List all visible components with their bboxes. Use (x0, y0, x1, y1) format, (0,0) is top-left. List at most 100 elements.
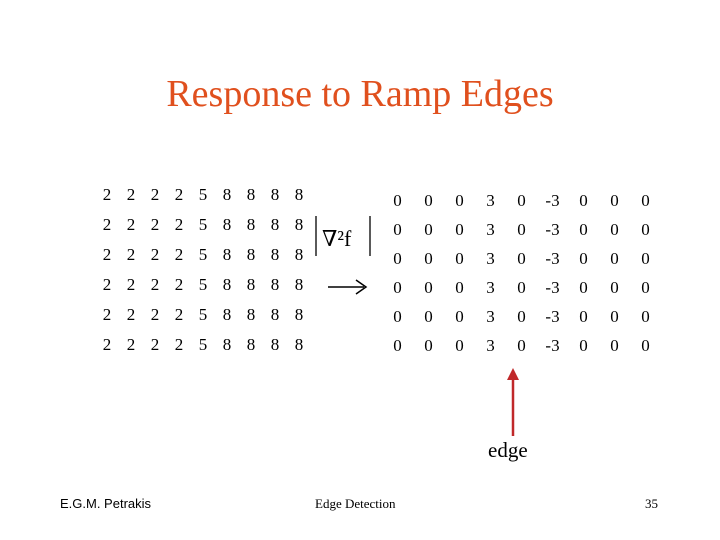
edge-label: edge (488, 438, 528, 462)
matrix-cell: 2 (102, 245, 112, 264)
matrix-cell: 3 (486, 335, 495, 355)
matrix-cell: 0 (393, 335, 402, 355)
matrix-cell: 2 (150, 305, 160, 324)
matrix-cell: 0 (455, 190, 464, 210)
matrix-cell: 2 (174, 245, 184, 264)
operator-label: ∇²f (322, 226, 352, 251)
matrix-cell: 2 (150, 185, 160, 204)
matrix-cell: 2 (126, 275, 136, 294)
matrix-cell: 0 (579, 335, 588, 355)
matrix-cell: 8 (270, 305, 280, 324)
matrix-cell: 8 (246, 305, 256, 324)
matrix-cell: 8 (246, 245, 256, 264)
matrix-cell: 5 (198, 245, 208, 264)
matrix-cell: 8 (294, 305, 304, 324)
matrix-cell: 0 (424, 306, 433, 326)
matrix-cell: 5 (198, 335, 208, 354)
right-arrow-icon (328, 279, 368, 295)
matrix-cell: 8 (294, 215, 304, 234)
matrix-cell: 2 (126, 215, 136, 234)
matrix-cell: 2 (174, 275, 184, 294)
matrix-cell: 0 (393, 219, 402, 239)
matrix-cell: 2 (126, 335, 136, 354)
matrix-cell: 0 (455, 219, 464, 239)
matrix-cell: 8 (270, 215, 280, 234)
matrix-cell: 0 (579, 306, 588, 326)
matrix-cell: 2 (150, 215, 160, 234)
matrix-cell: 8 (222, 335, 232, 354)
matrix-cell: 8 (270, 245, 280, 264)
footer-author: E.G.M. Petrakis (60, 496, 152, 511)
matrix-cell: 2 (126, 185, 136, 204)
matrix-cell: 8 (270, 335, 280, 354)
matrix-cell: 0 (610, 219, 619, 239)
matrix-cell: 5 (198, 215, 208, 234)
matrix-cell: 2 (102, 275, 112, 294)
matrix-cell: 0 (455, 248, 464, 268)
matrix-cell: 2 (102, 215, 112, 234)
matrix-cell: -3 (545, 335, 560, 355)
matrix-cell: -3 (545, 277, 560, 297)
matrix-cell: 0 (393, 190, 402, 210)
laplacian-operator: ∇²f (315, 216, 371, 256)
matrix-cell: -3 (545, 306, 560, 326)
matrix-cell: 3 (486, 306, 495, 326)
matrix-cell: 2 (150, 275, 160, 294)
matrix-cell: 0 (455, 306, 464, 326)
matrix-cell: 5 (198, 275, 208, 294)
matrix-cell: 0 (610, 277, 619, 297)
matrix-cell: 0 (641, 335, 650, 355)
matrix-cell: 8 (294, 185, 304, 204)
matrix-cell: 5 (198, 305, 208, 324)
matrix-cell: 2 (150, 245, 160, 264)
matrix-cell: 2 (102, 185, 112, 204)
matrix-cell: 0 (517, 335, 526, 355)
matrix-cell: 0 (424, 219, 433, 239)
matrix-cell: 0 (641, 190, 650, 210)
matrix-cell: 3 (486, 248, 495, 268)
matrix-cell: 8 (222, 185, 232, 204)
matrix-cell: 2 (102, 335, 112, 354)
matrix-cell: 2 (126, 245, 136, 264)
matrix-cell: -3 (545, 219, 560, 239)
output-matrix: 0 0 0 3 0 -3 0 0 0 0 0 0 3 0 -3 0 0 0 0 0 0 3 0 -3 0 0 0 0 0 0 3 0 -3 0 0 0… (382, 186, 661, 360)
matrix-cell: 2 (126, 305, 136, 324)
matrix-cell: 5 (198, 185, 208, 204)
matrix-cell: -3 (545, 248, 560, 268)
matrix-cell: 0 (610, 248, 619, 268)
matrix-cell: 0 (641, 219, 650, 239)
matrix-cell: 2 (174, 335, 184, 354)
matrix-cell: 3 (486, 219, 495, 239)
matrix-cell: 0 (641, 277, 650, 297)
matrix-cell: 2 (174, 185, 184, 204)
matrix-cell: 0 (424, 190, 433, 210)
matrix-cell: 8 (246, 275, 256, 294)
matrix-cell: 8 (246, 215, 256, 234)
matrix-cell: 8 (246, 185, 256, 204)
slide-title: Response to Ramp Edges (166, 73, 554, 115)
page-number: 35 (645, 496, 658, 511)
matrix-cell: 2 (150, 335, 160, 354)
matrix-cell: 0 (610, 306, 619, 326)
matrix-cell: 0 (517, 219, 526, 239)
matrix-cell: 8 (270, 185, 280, 204)
matrix-cell: 2 (174, 305, 184, 324)
matrix-cell: 8 (294, 335, 304, 354)
matrix-cell: 8 (222, 305, 232, 324)
matrix-cell: 0 (424, 248, 433, 268)
matrix-cell: 8 (222, 275, 232, 294)
matrix-cell: 0 (579, 248, 588, 268)
matrix-cell: 0 (455, 335, 464, 355)
matrix-cell: 0 (579, 190, 588, 210)
matrix-cell: 0 (641, 248, 650, 268)
matrix-cell: 0 (610, 190, 619, 210)
